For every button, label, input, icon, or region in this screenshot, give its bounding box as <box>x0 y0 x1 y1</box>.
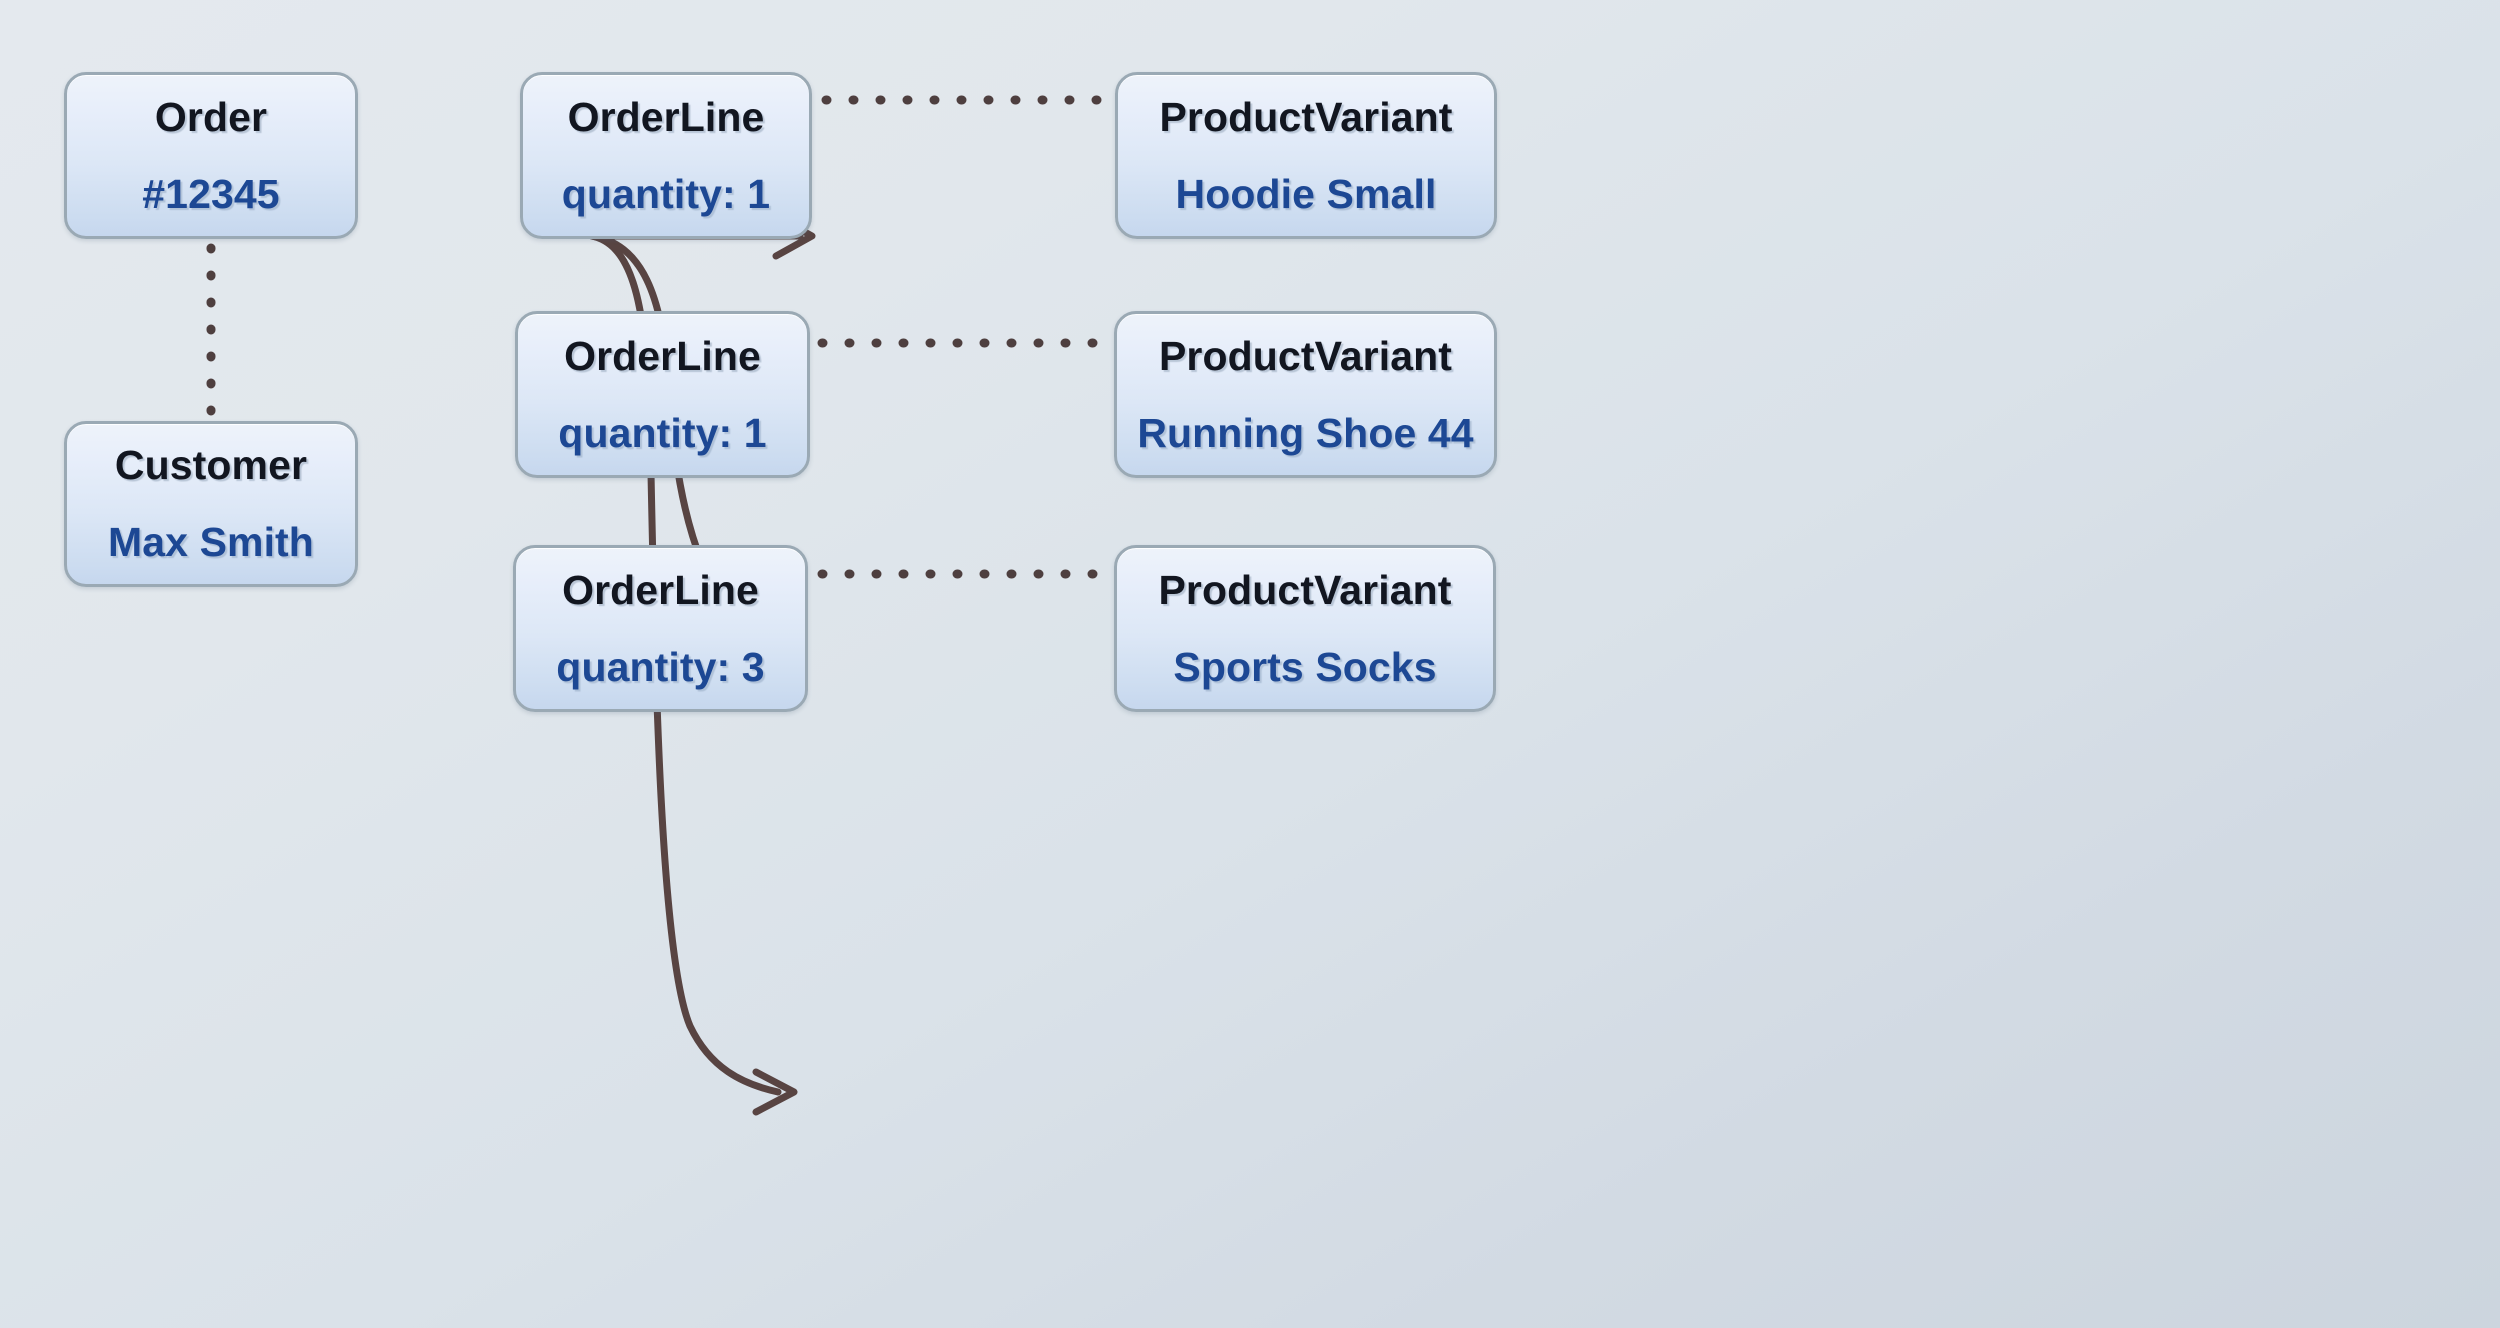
node-orderline-3-value: quantity: 3 <box>556 643 765 690</box>
node-orderline-1-title: OrderLine <box>567 93 765 140</box>
node-customer-value: Max Smith <box>108 519 314 565</box>
node-orderline-2-value: quantity: 1 <box>558 409 767 456</box>
node-productvariant-1[interactable]: ProductVariant Hoodie Small <box>1115 72 1497 239</box>
node-orderline-1[interactable]: OrderLine quantity: 1 <box>520 72 812 239</box>
node-productvariant-1-title: ProductVariant <box>1159 93 1453 140</box>
node-order[interactable]: Order #12345 <box>64 72 358 239</box>
node-customer-title: Customer <box>114 442 308 488</box>
node-productvariant-2-value: Running Shoe 44 <box>1137 409 1474 456</box>
node-productvariant-2[interactable]: ProductVariant Running Shoe 44 <box>1114 311 1497 478</box>
node-orderline-1-value: quantity: 1 <box>561 170 771 217</box>
node-productvariant-3-value: Sports Socks <box>1173 643 1437 690</box>
node-productvariant-1-value: Hoodie Small <box>1175 170 1437 217</box>
node-order-title: Order <box>154 93 268 140</box>
node-customer[interactable]: Customer Max Smith <box>64 421 358 587</box>
node-orderline-2[interactable]: OrderLine quantity: 1 <box>515 311 810 478</box>
node-productvariant-3-title: ProductVariant <box>1158 566 1452 613</box>
node-orderline-3[interactable]: OrderLine quantity: 3 <box>513 545 808 712</box>
node-productvariant-3[interactable]: ProductVariant Sports Socks <box>1114 545 1496 712</box>
node-orderline-3-title: OrderLine <box>562 566 759 613</box>
node-productvariant-2-title: ProductVariant <box>1158 332 1453 379</box>
node-order-value: #12345 <box>142 170 280 217</box>
node-orderline-2-title: OrderLine <box>564 332 761 379</box>
